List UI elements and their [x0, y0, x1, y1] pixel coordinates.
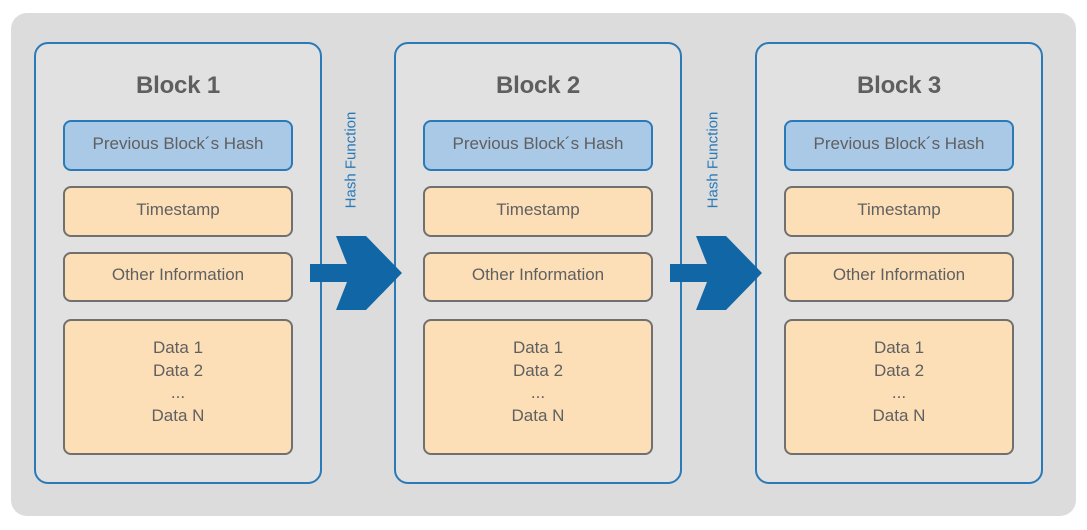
block-1: Block 1 Previous Block´s Hash Timestamp …	[34, 42, 322, 484]
timestamp-field: Timestamp	[784, 186, 1014, 237]
other-information-field: Other Information	[423, 252, 653, 302]
data-ellipsis: ...	[170, 383, 186, 402]
previous-hash-field: Previous Block´s Hash	[63, 120, 293, 171]
data-item: Data 1	[512, 338, 564, 357]
data-ellipsis: ...	[530, 383, 546, 402]
right-arrow-icon	[310, 236, 402, 310]
block-title: Block 1	[136, 72, 220, 99]
previous-hash-field: Previous Block´s Hash	[784, 120, 1014, 171]
other-information-field: Other Information	[63, 252, 293, 302]
data-item: Data N	[511, 405, 565, 425]
block-2: Block 2 Previous Block´s Hash Timestamp …	[394, 42, 682, 484]
data-item: Data N	[151, 405, 205, 425]
other-information-field: Other Information	[784, 252, 1014, 302]
data-field: Data 1 Data 2 ... Data N	[63, 319, 293, 455]
data-item: Data 2	[512, 360, 564, 380]
data-item: Data 1	[873, 338, 925, 357]
timestamp-field: Timestamp	[63, 186, 293, 237]
data-item: Data 2	[152, 360, 204, 380]
data-field: Data 1 Data 2 ... Data N	[423, 319, 653, 455]
block-title: Block 3	[857, 72, 941, 99]
block-title: Block 2	[496, 72, 580, 99]
right-arrow-icon	[670, 236, 762, 310]
hash-function-label: Hash Function	[703, 100, 723, 220]
data-field: Data 1 Data 2 ... Data N	[784, 319, 1014, 455]
data-ellipsis: ...	[891, 383, 907, 402]
hash-function-text: Hash Function	[704, 111, 722, 209]
block-3: Block 3 Previous Block´s Hash Timestamp …	[755, 42, 1043, 484]
data-item: Data N	[872, 405, 926, 425]
hash-function-label: Hash Function	[341, 100, 361, 220]
timestamp-field: Timestamp	[423, 186, 653, 237]
data-item: Data 1	[152, 338, 204, 357]
data-item: Data 2	[873, 360, 925, 380]
hash-function-text: Hash Function	[342, 111, 360, 209]
previous-hash-field: Previous Block´s Hash	[423, 120, 653, 171]
